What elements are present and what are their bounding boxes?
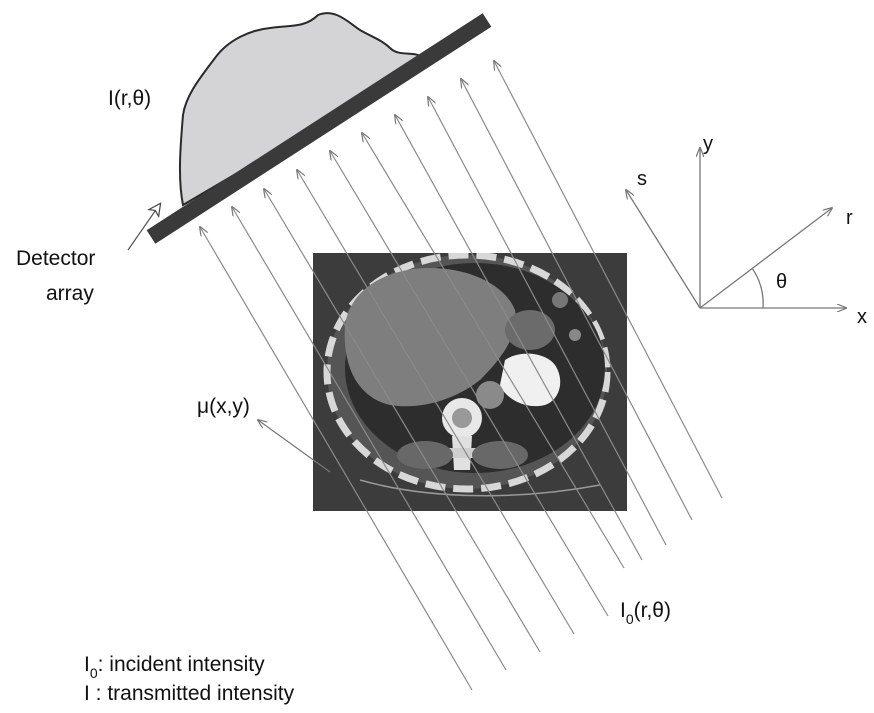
detector-label-line1: Detector [16,247,95,270]
axis-y-label: y [703,133,713,155]
projection-label: I(r,θ) [108,87,151,110]
axis-theta-label: θ [776,271,787,293]
axis-r-label: r [846,207,853,229]
coordinate-axes [626,148,846,308]
axis-x-label: x [857,306,867,328]
detector-label-line2: array [46,282,94,305]
legend-incident: I0: incident intensity [84,653,265,681]
theta-arc [752,268,763,308]
legend-transmitted: I : transmitted intensity [84,682,295,705]
attenuation-label: μ(x,y) [197,395,250,418]
axis-s-label: s [637,168,647,190]
projection-profile [180,13,418,205]
incident-label: I0(r,θ) [620,599,671,627]
